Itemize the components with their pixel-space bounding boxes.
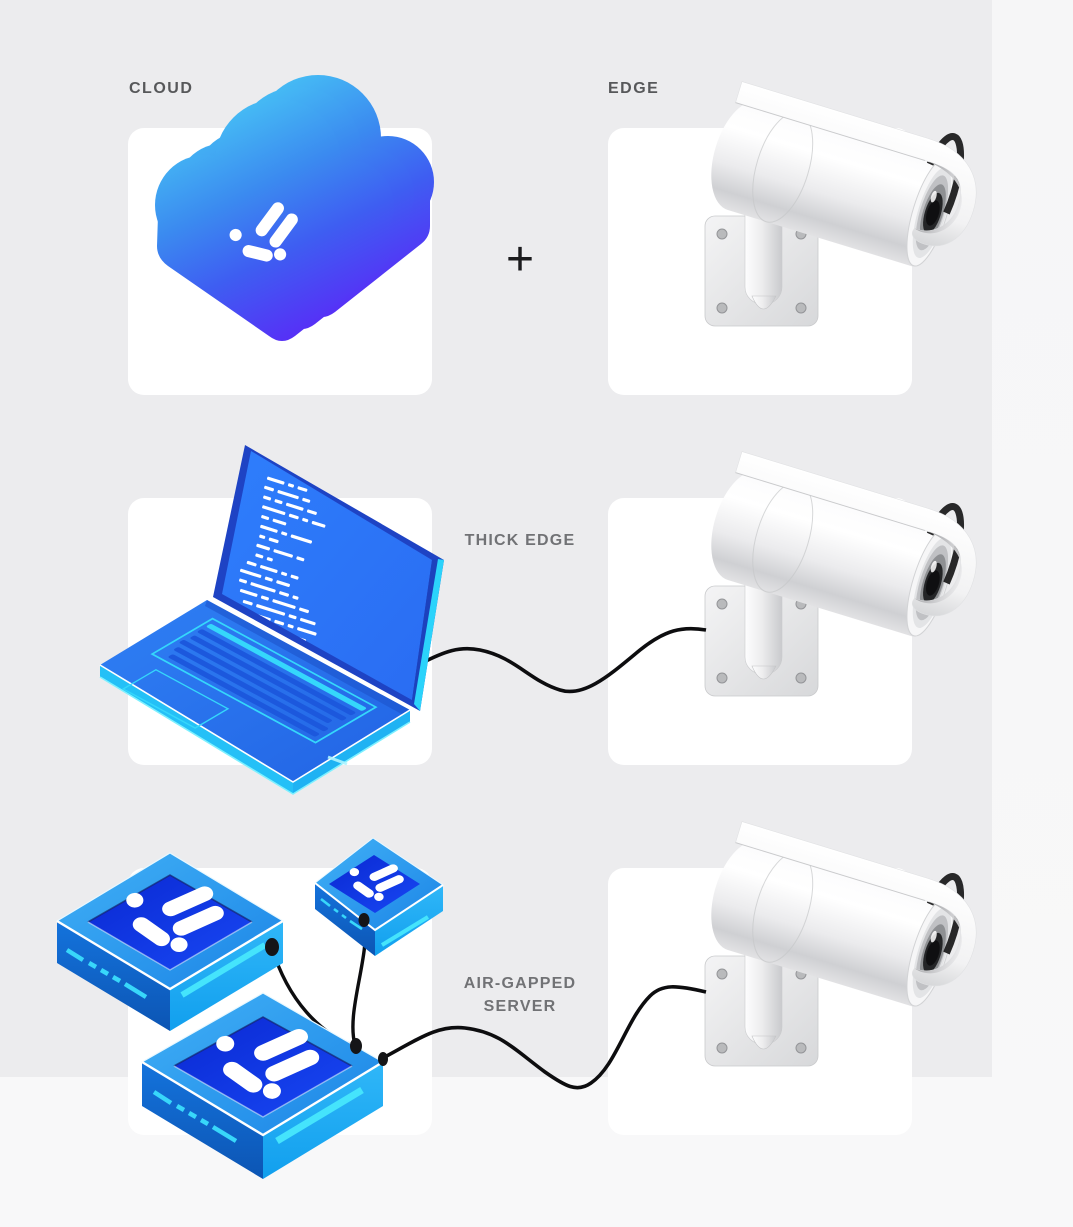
label-edge: EDGE — [608, 80, 660, 97]
label-thick-edge: THICK EDGE — [464, 532, 576, 549]
server-box-icon — [140, 992, 388, 1179]
plus-connector-icon: + — [505, 232, 535, 286]
cable-port — [265, 938, 279, 956]
server-box-icon — [314, 837, 444, 956]
label-air-gapped-server: AIR-GAPPED SERVER — [463, 975, 577, 1015]
server-box-icon — [55, 852, 285, 1031]
label-cloud: CLOUD — [129, 80, 194, 97]
cable-port — [378, 1052, 388, 1066]
cable-connector — [419, 626, 707, 694]
cloud-icon — [155, 75, 434, 341]
server-cluster-icon — [55, 837, 707, 1179]
cable-port — [350, 1038, 362, 1054]
cable-port — [358, 913, 370, 927]
security-camera-icon — [699, 811, 992, 1066]
security-camera-icon — [699, 441, 992, 696]
laptop-icon — [99, 445, 707, 795]
cable-connector — [382, 985, 707, 1090]
security-camera-icon — [699, 71, 992, 326]
